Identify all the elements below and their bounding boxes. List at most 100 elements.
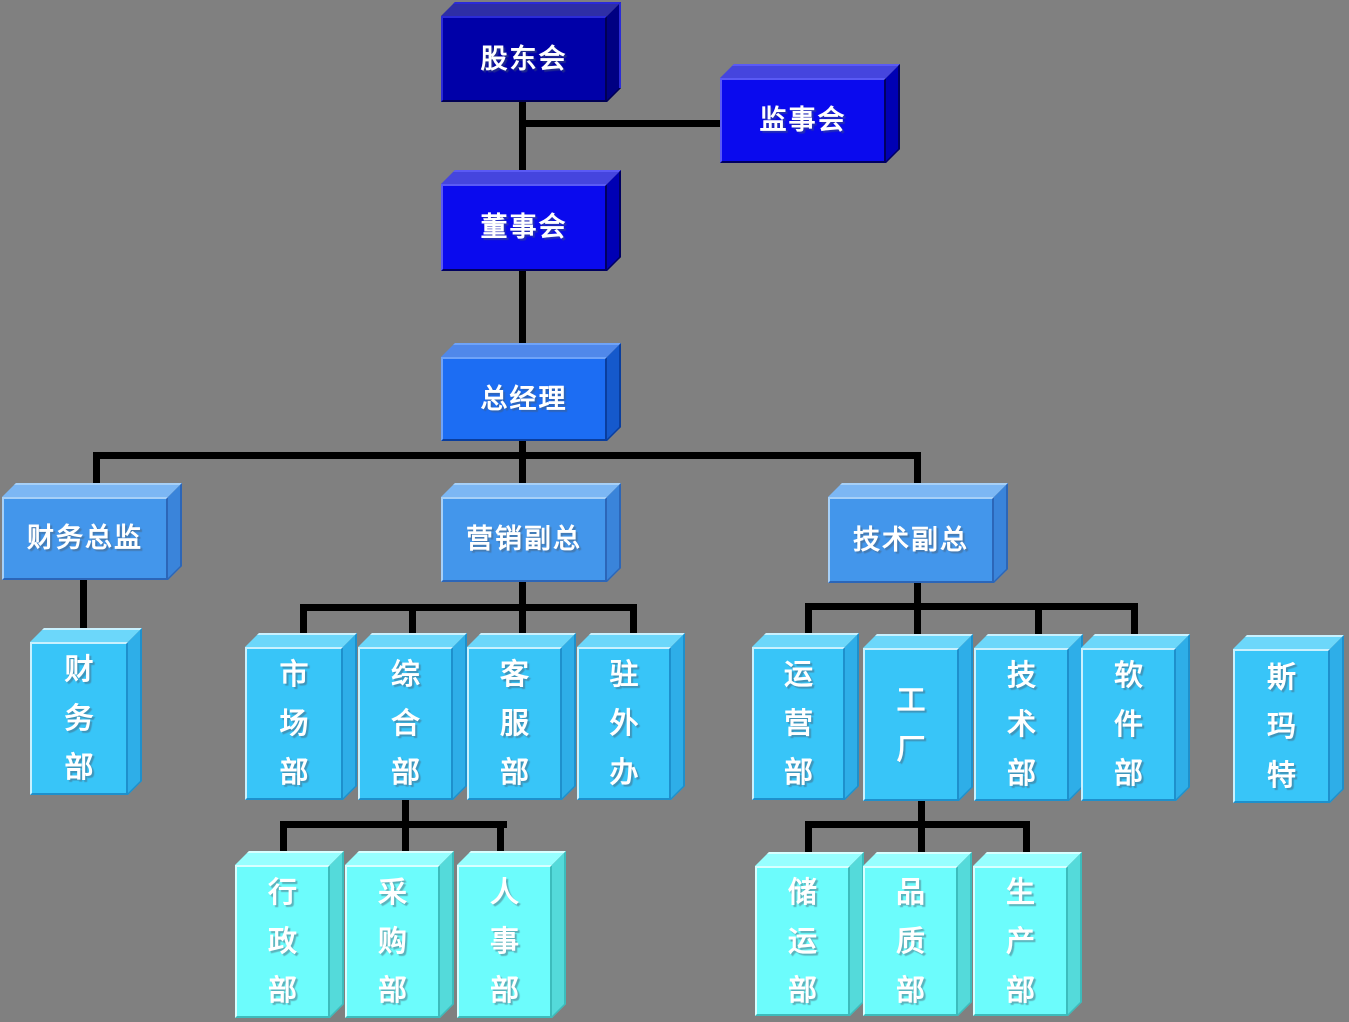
box-top-face: [358, 633, 467, 647]
box-front-face: 营销副总: [441, 497, 607, 582]
connector-line: [300, 604, 307, 640]
org-node-admin-dept[interactable]: 行政部: [235, 851, 344, 1018]
node-label: 营销副总: [466, 524, 582, 555]
box-top-face: [30, 628, 142, 642]
org-node-storage-transport-dept[interactable]: 储运部: [755, 852, 864, 1016]
connector-line: [519, 580, 526, 646]
box-front-face: 技术部: [974, 648, 1069, 801]
box-top-face: [863, 852, 972, 866]
box-front-face: 软件部: [1081, 648, 1176, 801]
org-node-overseas-office[interactable]: 驻外办: [577, 633, 685, 800]
connector-line: [300, 604, 637, 611]
box-side-face: [958, 852, 972, 1016]
connector-line: [1023, 821, 1030, 855]
box-side-face: [128, 628, 142, 795]
box-side-face: [343, 633, 357, 800]
node-label: 斯玛特: [1266, 659, 1296, 792]
node-label: 运营部: [783, 657, 813, 789]
org-node-purchasing-dept[interactable]: 采购部: [345, 851, 454, 1018]
box-side-face: [959, 634, 973, 801]
connector-line: [805, 821, 1030, 828]
box-front-face: 储运部: [755, 866, 850, 1016]
org-node-market-dept[interactable]: 市场部: [245, 633, 357, 800]
box-front-face: 品质部: [863, 866, 958, 1016]
box-top-face: [973, 852, 1082, 866]
box-front-face: 工厂: [863, 648, 959, 801]
node-label: 品质部: [895, 874, 925, 1007]
node-label: 客服部: [499, 657, 529, 789]
box-front-face: 总经理: [441, 357, 607, 441]
connector-line: [630, 604, 637, 636]
box-front-face: 运营部: [752, 647, 845, 800]
box-top-face: [245, 633, 357, 647]
org-node-general-manager[interactable]: 总经理: [441, 343, 621, 441]
org-node-software-dept[interactable]: 软件部: [1081, 634, 1190, 801]
org-node-finance-dept[interactable]: 财务部: [30, 628, 142, 795]
connector-line: [914, 452, 921, 500]
box-top-face: [441, 2, 621, 16]
box-top-face: [457, 851, 566, 865]
box-side-face: [440, 851, 454, 1018]
connector-line: [1131, 603, 1138, 635]
connector-line: [805, 603, 1138, 610]
org-node-operations-dept[interactable]: 运营部: [752, 633, 859, 800]
box-top-face: [1081, 634, 1190, 648]
node-label: 技术部: [1006, 658, 1036, 790]
box-side-face: [607, 170, 621, 271]
org-node-hr-dept[interactable]: 人事部: [457, 851, 566, 1018]
org-node-general-affairs-dept[interactable]: 综合部: [358, 633, 467, 800]
org-node-technical-vp[interactable]: 技术副总: [828, 483, 1008, 583]
box-side-face: [1330, 635, 1344, 803]
box-side-face: [607, 2, 621, 102]
node-label: 财务总监: [27, 523, 143, 554]
box-front-face: 董事会: [441, 184, 607, 271]
box-side-face: [453, 633, 467, 800]
org-node-board-of-directors[interactable]: 董事会: [441, 170, 621, 271]
org-node-technology-dept[interactable]: 技术部: [974, 634, 1083, 801]
node-label: 储运部: [787, 874, 817, 1007]
box-top-face: [345, 851, 454, 865]
node-label: 财务部: [64, 652, 94, 784]
org-node-quality-dept[interactable]: 品质部: [863, 852, 972, 1016]
box-top-face: [755, 852, 864, 866]
node-label: 软件部: [1113, 658, 1143, 790]
box-side-face: [607, 483, 621, 582]
box-front-face: 生产部: [973, 866, 1068, 1016]
connector-line: [805, 821, 812, 855]
box-top-face: [1233, 635, 1344, 649]
connector-line: [805, 603, 812, 641]
org-node-factory[interactable]: 工厂: [863, 634, 973, 801]
node-label: 工厂: [896, 682, 926, 766]
connector-line: [80, 578, 87, 648]
box-front-face: 斯玛特: [1233, 649, 1330, 803]
box-side-face: [330, 851, 344, 1018]
org-node-simat[interactable]: 斯玛特: [1233, 635, 1344, 803]
connector-line: [93, 452, 921, 459]
connector-line: [409, 604, 416, 640]
connector-line: [522, 120, 722, 127]
box-top-face: [752, 633, 859, 647]
box-top-face: [2, 483, 182, 497]
box-front-face: 财务部: [30, 642, 128, 795]
box-front-face: 市场部: [245, 647, 343, 800]
org-node-finance-director[interactable]: 财务总监: [2, 483, 182, 580]
box-top-face: [441, 170, 621, 184]
box-side-face: [671, 633, 685, 800]
org-node-customer-service-dept[interactable]: 客服部: [467, 633, 576, 800]
node-label: 行政部: [267, 875, 297, 1007]
box-front-face: 驻外办: [577, 647, 671, 800]
org-node-shareholders-meeting[interactable]: 股东会: [441, 2, 621, 102]
box-top-face: [467, 633, 576, 647]
org-node-production-dept[interactable]: 生产部: [973, 852, 1082, 1016]
box-side-face: [850, 852, 864, 1016]
node-label: 总经理: [480, 383, 568, 415]
node-label: 生产部: [1005, 874, 1035, 1007]
node-label: 监事会: [759, 105, 847, 136]
box-side-face: [562, 633, 576, 800]
node-label: 股东会: [480, 43, 568, 75]
org-node-supervisory-board[interactable]: 监事会: [720, 64, 900, 163]
connector-line: [519, 100, 526, 190]
box-front-face: 股东会: [441, 16, 607, 102]
org-node-marketing-vp[interactable]: 营销副总: [441, 483, 621, 582]
